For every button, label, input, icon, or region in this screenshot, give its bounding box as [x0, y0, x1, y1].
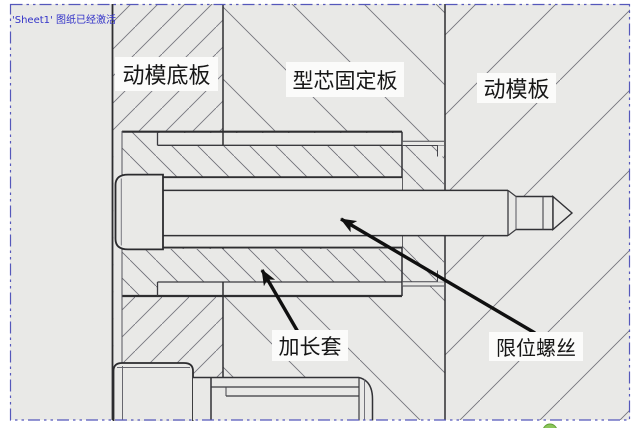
screw-tip[interactable]	[552, 194, 574, 232]
tray-status-icon[interactable]	[543, 423, 557, 428]
sheet-status-text: 'Sheet1' 图纸已经激活	[12, 15, 116, 26]
label-plate-right[interactable]: 动模板	[477, 73, 556, 103]
label-plate-middle[interactable]: 型芯固定板	[286, 62, 404, 97]
label-limit-screw[interactable]: 限位螺丝	[489, 332, 583, 361]
bottom-screw-head[interactable]	[112, 362, 194, 421]
screw-leader-arrow[interactable]	[340, 217, 536, 335]
limit-screw[interactable]	[114, 173, 574, 251]
callout-arrows[interactable]	[260, 217, 536, 335]
label-plate-left[interactable]: 动模底板	[115, 57, 218, 91]
sheet-border	[9, 3, 631, 421]
bottom-screw[interactable]	[112, 362, 374, 421]
left-pocket	[113, 131, 122, 420]
label-extension-sleeve[interactable]: 加长套	[272, 330, 348, 361]
screw-head[interactable]	[114, 173, 164, 251]
sleeve-leader-arrow[interactable]	[260, 269, 300, 333]
